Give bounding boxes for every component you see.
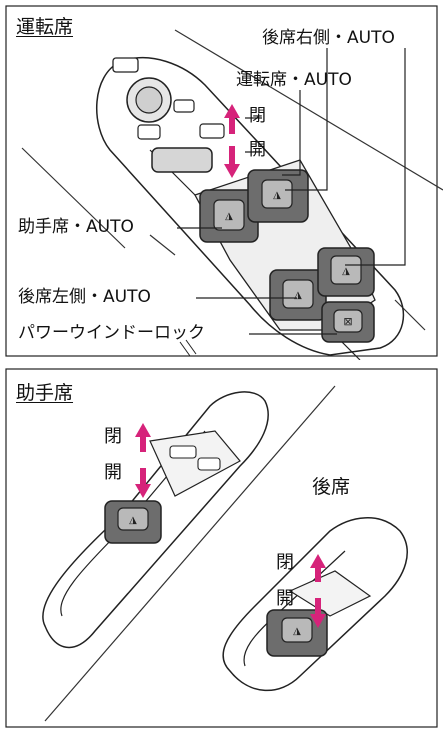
- door-line: [149, 234, 176, 256]
- rear-open-arrow-icon: [310, 598, 326, 628]
- passenger-auto-icon: ◮: [129, 515, 137, 526]
- close-arrow-icon: [224, 104, 240, 134]
- mirror-fold-button[interactable]: [173, 99, 195, 113]
- passenger-close-arrow-icon: [135, 423, 151, 452]
- passenger-lock-button[interactable]: [169, 445, 197, 459]
- mirror-adjust-knob-inner: [135, 86, 163, 114]
- rear-switch-face: [281, 617, 313, 643]
- label-open: 開: [249, 140, 266, 160]
- driver-panel: ◮ ◮ ◮ ◮ ⊠ 運転席 後席右側・AUTO 運転席・AUTO: [0, 0, 443, 360]
- passenger-switch-face: [117, 507, 149, 531]
- label-rear-open: 開: [276, 588, 294, 609]
- driver-title: 運転席: [16, 16, 74, 38]
- driver-auto-icon: ◮: [273, 190, 281, 201]
- passenger-rear-panel: ◮ ◮ 助手席 閉 開 後席 閉 開: [0, 366, 443, 731]
- label-front-open: 開: [104, 462, 122, 483]
- rear-right-switch-face: [330, 255, 362, 285]
- passenger-switch-face: [213, 199, 245, 231]
- passenger-armrest-outline: [42, 391, 269, 649]
- tick-mark: [179, 341, 191, 357]
- panel-border: [5, 5, 438, 357]
- passenger-title: 助手席: [16, 382, 74, 404]
- label-rear-left-auto: 後席左側・AUTO: [18, 287, 151, 307]
- door-line: [394, 299, 426, 331]
- rear-title: 後席: [312, 476, 351, 498]
- mirror-selector[interactable]: [112, 57, 139, 73]
- door-line: [21, 147, 126, 249]
- label-passenger-auto: 助手席・AUTO: [18, 217, 134, 237]
- panel-border: [5, 368, 438, 728]
- passenger-unlock-button[interactable]: [197, 457, 221, 471]
- rear-close-arrow-icon: [310, 554, 326, 582]
- label-rear-right-auto: 後席右側・AUTO: [262, 28, 395, 48]
- leader-rear-right-switch: [345, 48, 406, 266]
- rear-left-auto-icon: ◮: [294, 290, 302, 301]
- open-arrow-icon: [224, 146, 240, 178]
- driver-switch-diagram: ◮ ◮ ◮ ◮ ⊠: [5, 5, 443, 360]
- lock-button[interactable]: [137, 124, 161, 140]
- power-window-lock-face: [333, 309, 363, 333]
- passenger-open-arrow-icon: [135, 468, 151, 498]
- passenger-switch-housing: [149, 430, 241, 497]
- label-front-close: 閉: [104, 426, 122, 447]
- label-driver-auto: 運転席・AUTO: [236, 70, 352, 90]
- passenger-auto-icon: ◮: [225, 211, 233, 222]
- door-line: [174, 29, 443, 191]
- rear-armrest-outline: [222, 517, 408, 692]
- label-power-window-lock: パワーウインドーロック: [18, 323, 205, 343]
- armrest-outline: [95, 57, 405, 356]
- unlock-button[interactable]: [199, 123, 225, 139]
- door-line: [44, 385, 336, 722]
- window-lock-icon: ⊠: [343, 315, 352, 328]
- tick-mark: [185, 339, 197, 355]
- door-lock-rocker[interactable]: [151, 147, 213, 173]
- rear-left-switch-face: [282, 279, 314, 309]
- passenger-rear-diagram: ◮ ◮: [5, 368, 438, 728]
- rear-auto-icon: ◮: [293, 626, 301, 637]
- driver-switch-face: [261, 179, 293, 209]
- label-rear-close: 閉: [276, 552, 294, 573]
- leader-driver: [282, 90, 301, 176]
- rear-right-auto-icon: ◮: [342, 266, 350, 277]
- leader-rear-right: [285, 48, 328, 191]
- label-close: 閉: [249, 106, 266, 126]
